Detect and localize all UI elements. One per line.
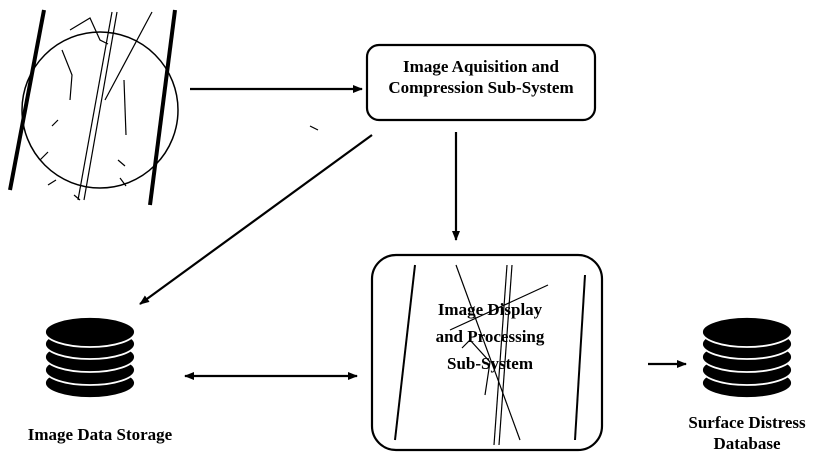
crack-vertical	[123, 79, 127, 136]
database-label: Surface Distress Database	[672, 412, 822, 455]
processing-title-line1: Image Display	[437, 300, 543, 319]
screen-crack-diag-a	[455, 264, 521, 441]
crack-branch-left	[61, 49, 73, 101]
database-label-line1: Surface Distress	[688, 413, 806, 432]
crack-small-3	[47, 179, 57, 186]
screen-line-left	[394, 264, 416, 441]
stray-mark	[309, 125, 319, 131]
inspection-circle	[21, 31, 179, 189]
acquisition-title-line2: Compression Sub-System	[388, 78, 574, 98]
processing-title-line3: Sub-System	[447, 354, 533, 374]
screen-crack-double-a	[493, 264, 508, 446]
acquisition-title-line1: Image Aquisition and	[403, 57, 559, 76]
crack-double-a	[77, 11, 113, 201]
crack-branch-top	[69, 17, 109, 45]
crack-double-b	[83, 11, 118, 201]
screen-crack-double-b	[498, 264, 513, 446]
road-surface-sketch	[8, 9, 319, 206]
processing-title-line2: and Processing	[435, 327, 545, 347]
crack-small-1	[51, 119, 59, 127]
storage-label: Image Data Storage	[27, 425, 173, 444]
road-edge-left	[8, 9, 46, 191]
processing-title: Image Display and Processing Sub-System	[420, 296, 560, 378]
processing-subsystem-box	[370, 253, 604, 452]
database-disk-stack	[701, 316, 793, 399]
screen-line-right	[574, 274, 586, 441]
processing-box-outline	[370, 253, 604, 452]
screen-crack-diag-b	[449, 284, 549, 331]
crack-small-6	[73, 194, 81, 201]
acquisition-subsystem-box	[365, 43, 597, 122]
acquisition-title: Image Aquisition and Compression Sub-Sys…	[367, 56, 595, 99]
road-edge-right	[148, 9, 177, 206]
screen-crack-branch	[461, 339, 491, 396]
crack-small-4	[117, 159, 126, 167]
database-label-line2: Database	[713, 434, 781, 454]
crack-diagonal	[104, 11, 153, 101]
storage-disk-stack	[44, 316, 136, 399]
arrow-acquisition-to-storage	[139, 134, 373, 305]
crack-small-5	[119, 177, 127, 187]
crack-small-2	[39, 151, 49, 161]
